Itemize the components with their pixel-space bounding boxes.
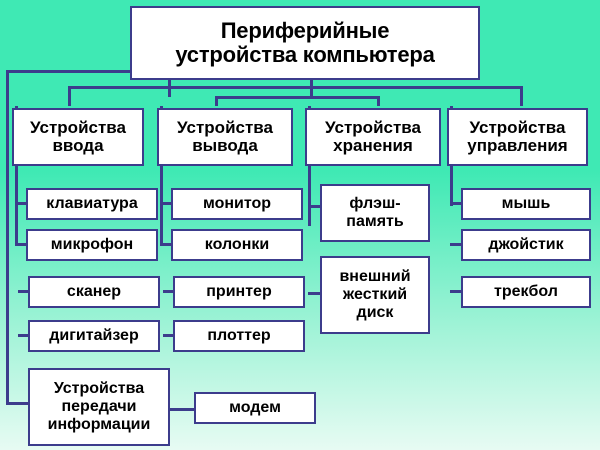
device-box-joystick[interactable]: джойстик <box>461 229 591 261</box>
connector-col3-rail <box>308 106 311 226</box>
device-box-keyboard[interactable]: клавиатура <box>26 188 158 220</box>
connector-bus-lower <box>215 96 380 99</box>
connector-col4-stub-3 <box>450 290 463 293</box>
device-box-external-hard-drive[interactable]: внешний жесткий диск <box>320 256 430 334</box>
category-box-storage-devices[interactable]: Устройства хранения <box>305 108 441 166</box>
device-box-modem[interactable]: модем <box>194 392 316 424</box>
connector-col1-rail <box>15 106 18 246</box>
device-box-scanner[interactable]: сканер <box>28 276 160 308</box>
connector-col1-stub-1 <box>15 202 28 205</box>
connector-bus-upper-drop-col4 <box>520 86 523 106</box>
connector-bus-lower-drop-col2 <box>215 96 218 106</box>
device-box-plotter[interactable]: плоттер <box>173 320 305 352</box>
connector-bus-lower-drop-col3 <box>377 96 380 106</box>
connector-bus-upper-drop-col1 <box>68 86 71 106</box>
connector-col2-stub-3 <box>163 290 175 293</box>
device-box-speakers[interactable]: колонки <box>171 229 303 261</box>
device-box-mouse[interactable]: мышь <box>461 188 591 220</box>
category-box-input-devices[interactable]: Устройства ввода <box>12 108 144 166</box>
connector-col3-stub-2 <box>308 292 321 295</box>
connector-title-to-left-spine <box>6 70 131 73</box>
device-box-monitor[interactable]: монитор <box>171 188 303 220</box>
connector-left-spine-to-bottom-branch <box>6 402 30 405</box>
device-box-trackball[interactable]: трекбол <box>461 276 591 308</box>
connector-bus-upper <box>68 86 523 89</box>
device-box-flash-memory[interactable]: флэш- память <box>320 184 430 242</box>
connector-col2-rail <box>160 106 163 246</box>
connector-col4-stub-1 <box>450 202 463 205</box>
connector-col2-stub-4 <box>163 334 175 337</box>
connector-col2-stub-1 <box>160 202 173 205</box>
category-box-transmission-devices[interactable]: Устройства передачи информации <box>28 368 170 446</box>
category-box-control-devices[interactable]: Устройства управления <box>447 108 588 166</box>
connector-col1-stub-4 <box>18 334 30 337</box>
category-box-output-devices[interactable]: Устройства вывода <box>157 108 293 166</box>
device-box-microphone[interactable]: микрофон <box>26 229 158 261</box>
device-box-digitizer[interactable]: дигитайзер <box>28 320 160 352</box>
connector-col4-stub-2 <box>450 243 463 246</box>
device-box-printer[interactable]: принтер <box>173 276 305 308</box>
connector-col1-stub-2 <box>15 243 28 246</box>
connector-col3-stub-1 <box>308 205 321 208</box>
connector-col2-stub-2 <box>160 243 173 246</box>
connector-left-spine-vertical <box>6 70 9 405</box>
title-box[interactable]: Периферийные устройства компьютера <box>130 6 480 80</box>
connector-col1-stub-3 <box>18 290 30 293</box>
connector-transmission-to-modem <box>170 408 196 411</box>
